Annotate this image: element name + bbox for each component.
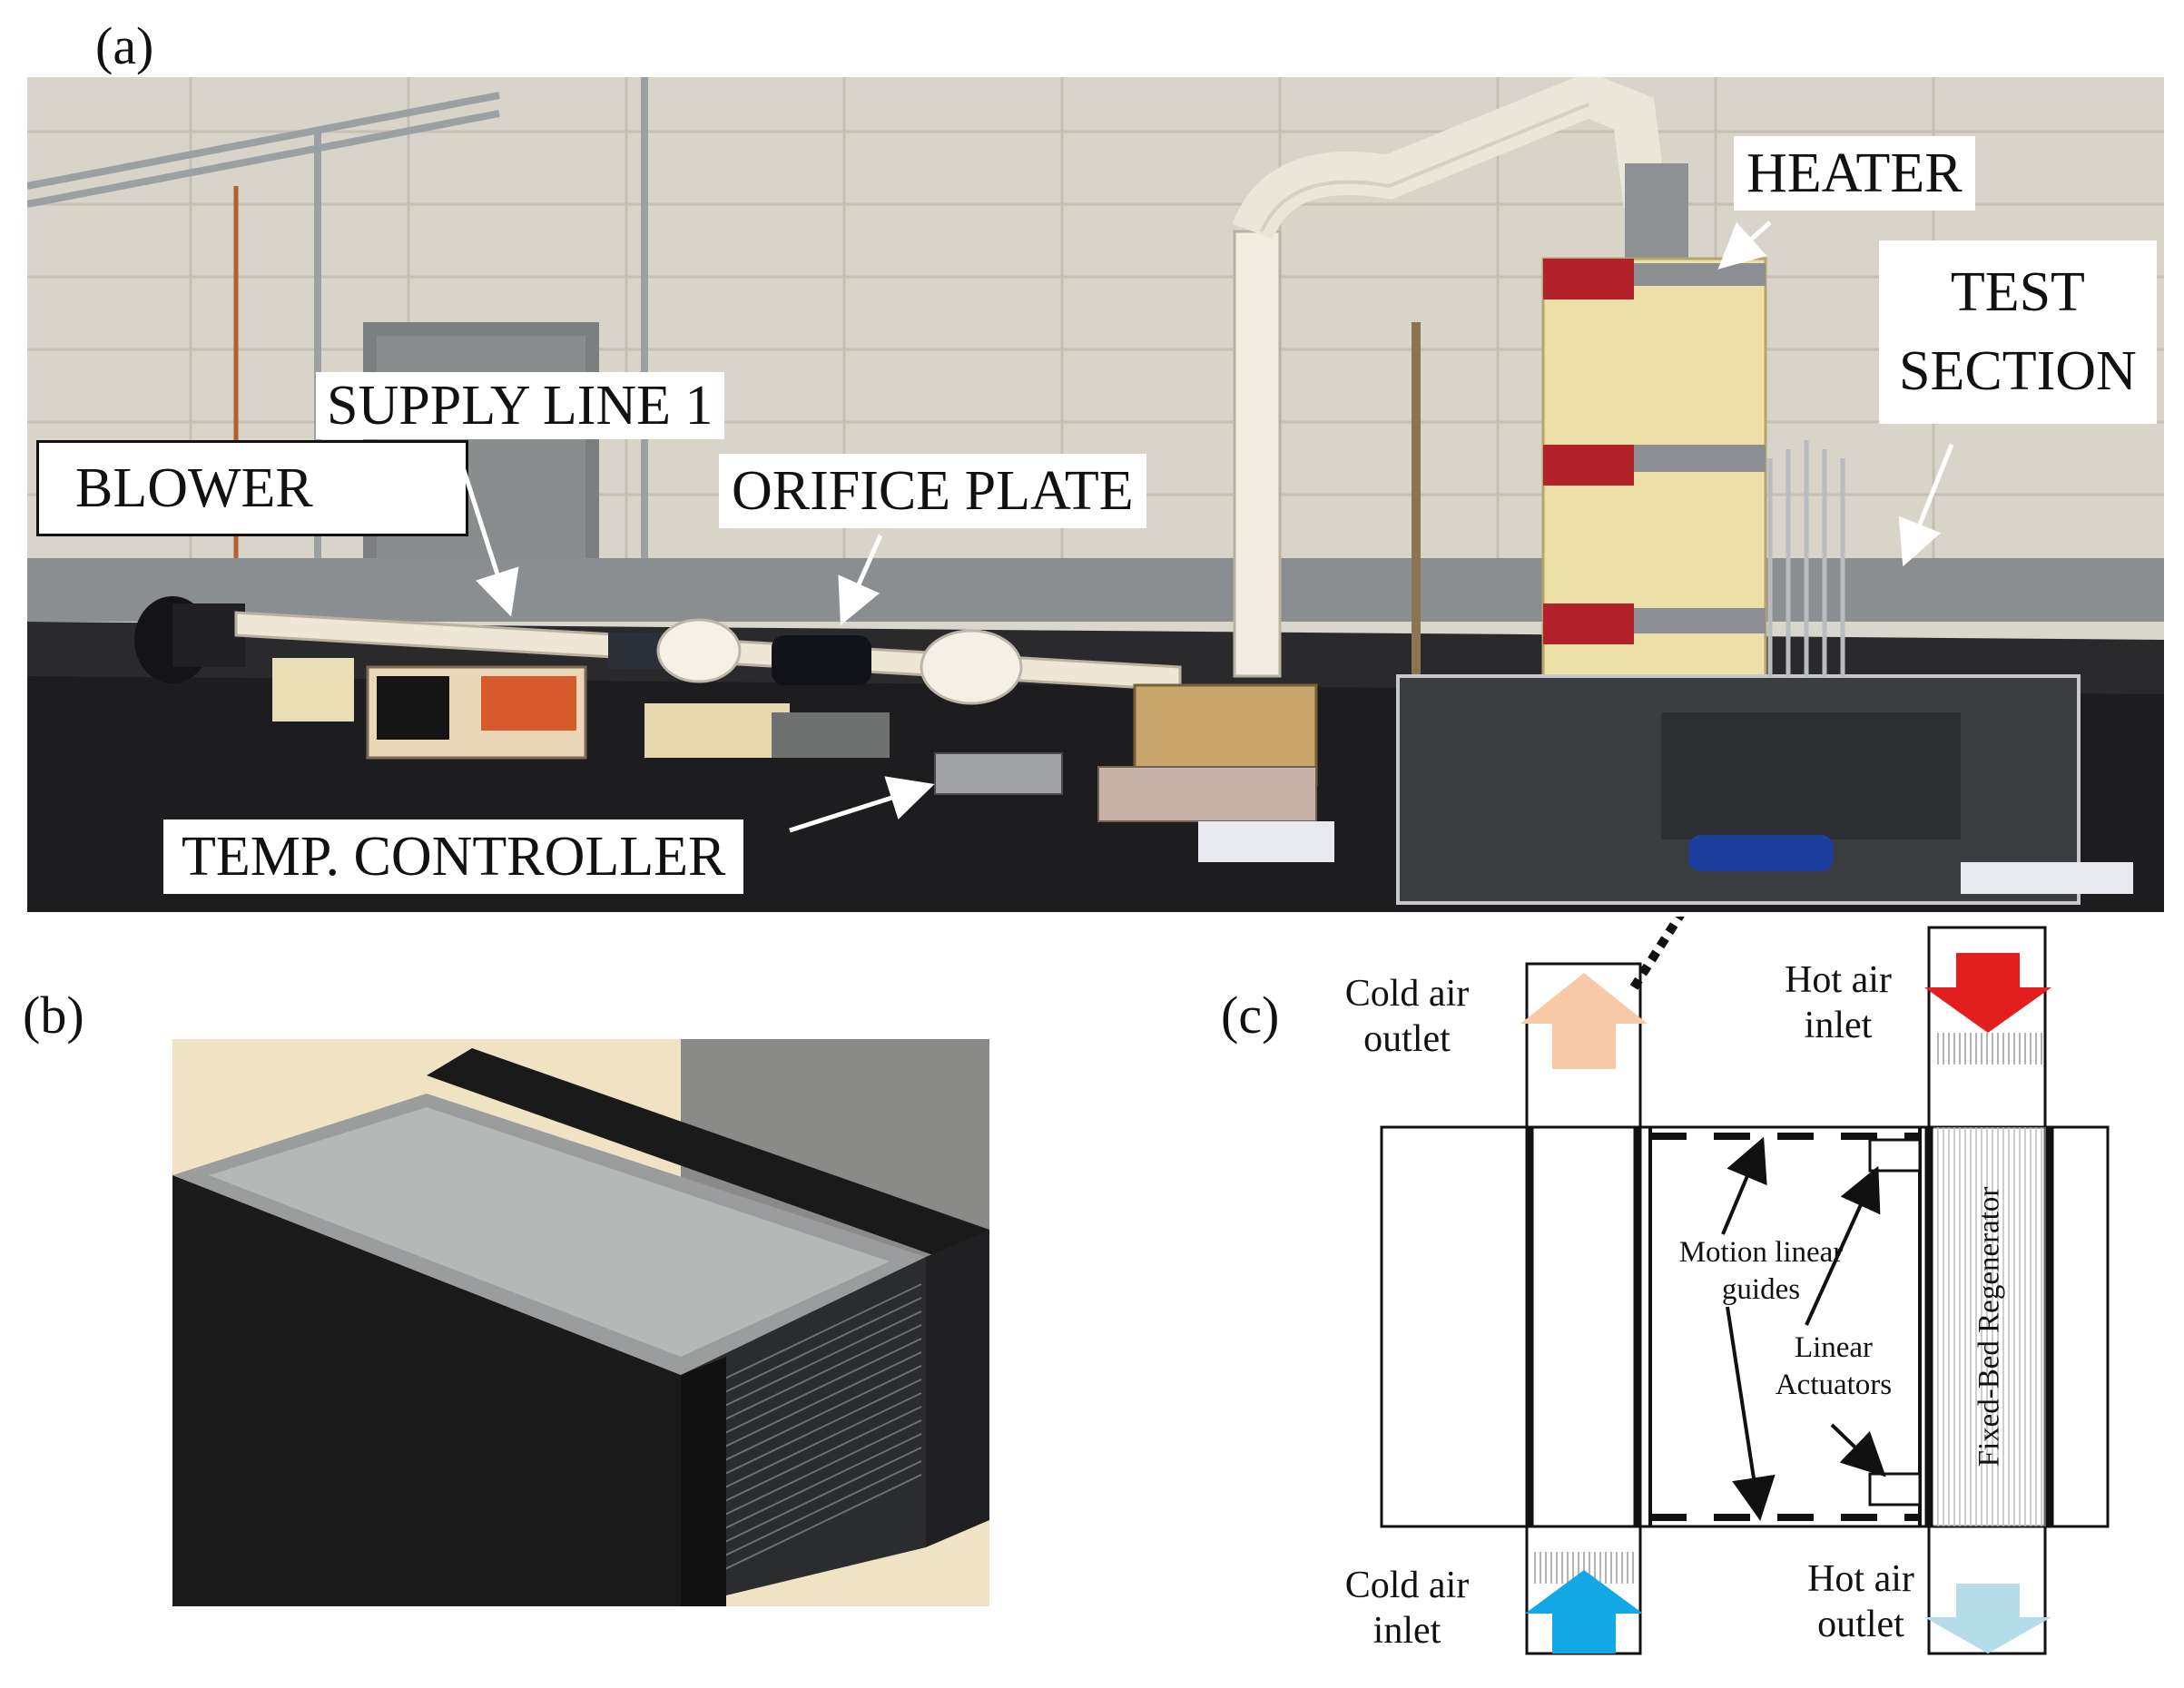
callout-blower: BLOWER bbox=[36, 440, 468, 536]
schematic-drawing bbox=[1380, 907, 2110, 1655]
housing-outline bbox=[1380, 1125, 2110, 1528]
callout-orifice-plate: ORIFICE PLATE bbox=[719, 454, 1146, 528]
label-fixed-bed-regenerator: Fixed-Bed Regenerator bbox=[1972, 1186, 2006, 1467]
actuator-box-bottom bbox=[1868, 1472, 1922, 1506]
regenerator-illustration bbox=[172, 1039, 989, 1606]
hot-outlet-arrow bbox=[1924, 1584, 2051, 1654]
callout-temp-controller: TEMP. CONTROLLER bbox=[163, 819, 744, 894]
experimental-setup-photo: BLOWER SUPPLY LINE 1 ORIFICE PLATE HEATE… bbox=[27, 77, 2164, 912]
callout-heater: HEATER bbox=[1734, 136, 1975, 211]
label-cold-air-outlet: Cold air outlet bbox=[1344, 973, 1470, 1061]
actuator-box-top bbox=[1868, 1138, 1922, 1173]
panel-label-b: (b) bbox=[23, 986, 84, 1045]
cold-outlet-arrow bbox=[1520, 973, 1648, 1069]
callout-test-section-line1: TEST bbox=[1950, 261, 2085, 323]
panel-label-a: (a) bbox=[95, 16, 154, 75]
regenerator-schematic: Cold air outlet Hot air inlet Cold air i… bbox=[1207, 907, 2184, 1683]
cold-inlet-arrow bbox=[1525, 1570, 1643, 1654]
callout-test-section-line2: SECTION bbox=[1899, 339, 2137, 402]
label-hot-air-outlet: Hot air outlet bbox=[1807, 1558, 1914, 1646]
callout-supply-line: SUPPLY LINE 1 bbox=[316, 372, 724, 439]
callout-arrows bbox=[460, 221, 1954, 833]
callout-test-section: TEST SECTION bbox=[1879, 240, 2157, 424]
hot-inlet-arrow bbox=[1924, 953, 2051, 1033]
panel-label-c: (c) bbox=[1221, 986, 1280, 1045]
label-hot-air-inlet: Hot air inlet bbox=[1785, 959, 1892, 1047]
label-cold-air-inlet: Cold air inlet bbox=[1344, 1565, 1470, 1653]
regenerator-bed bbox=[1933, 1127, 2046, 1526]
label-linear-actuators: Linear Actuators bbox=[1775, 1331, 1893, 1402]
label-motion-linear-guides: Motion linear guides bbox=[1678, 1236, 1844, 1307]
regenerator-module-photo bbox=[172, 1039, 989, 1606]
